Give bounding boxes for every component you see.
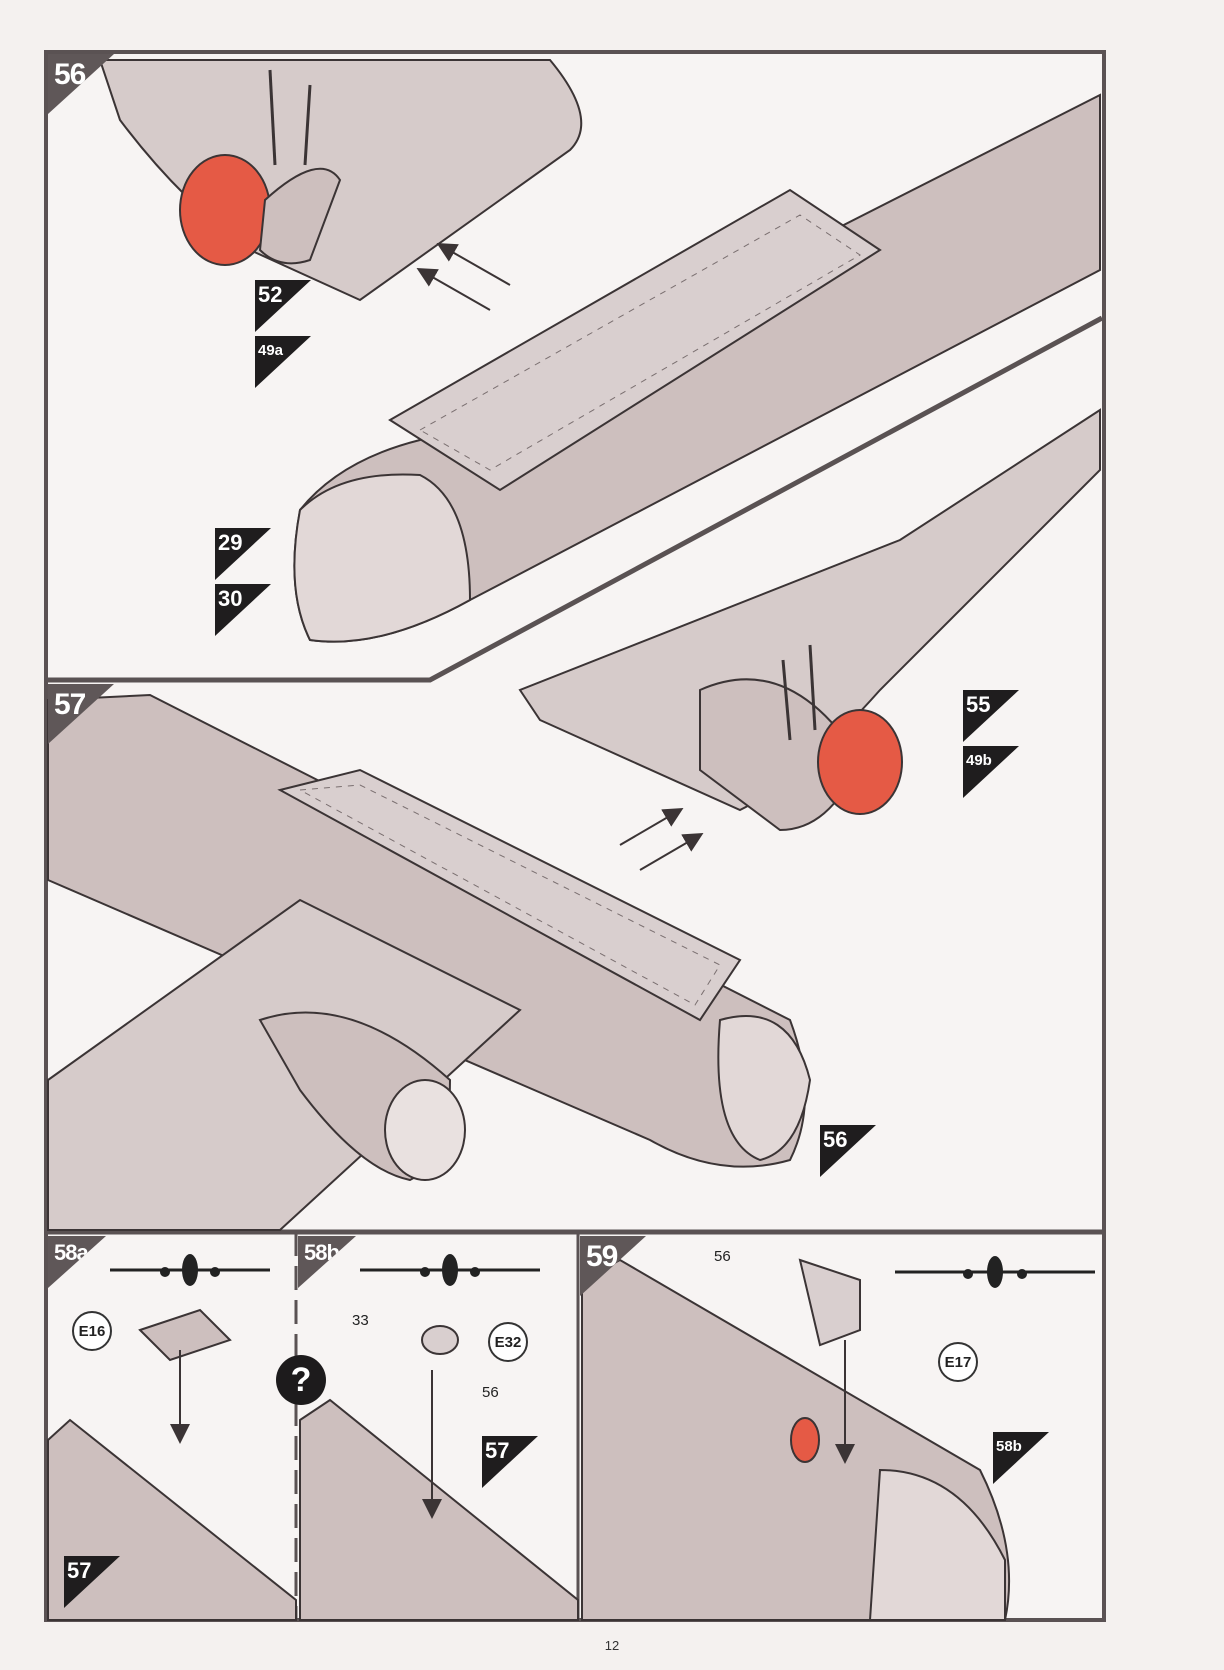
part-label-56-58b: 56	[482, 1384, 499, 1401]
part-label-56-59: 56	[714, 1248, 731, 1265]
part-callout-e17: E17	[938, 1342, 978, 1382]
step57-arrows	[620, 810, 700, 870]
page-number: 12	[0, 1638, 1224, 1653]
question-mark-icon: ?	[276, 1355, 326, 1405]
part-label-33: 33	[352, 1312, 369, 1329]
step56-arrows	[420, 245, 510, 310]
aircraft-silhouette-58a	[110, 1254, 270, 1286]
part-callout-e16: E16	[72, 1311, 112, 1351]
part-callout-e32: E32	[488, 1322, 528, 1362]
aircraft-silhouette-58b	[360, 1254, 540, 1286]
step56-wing	[100, 60, 581, 300]
aircraft-silhouette-59	[895, 1256, 1095, 1288]
